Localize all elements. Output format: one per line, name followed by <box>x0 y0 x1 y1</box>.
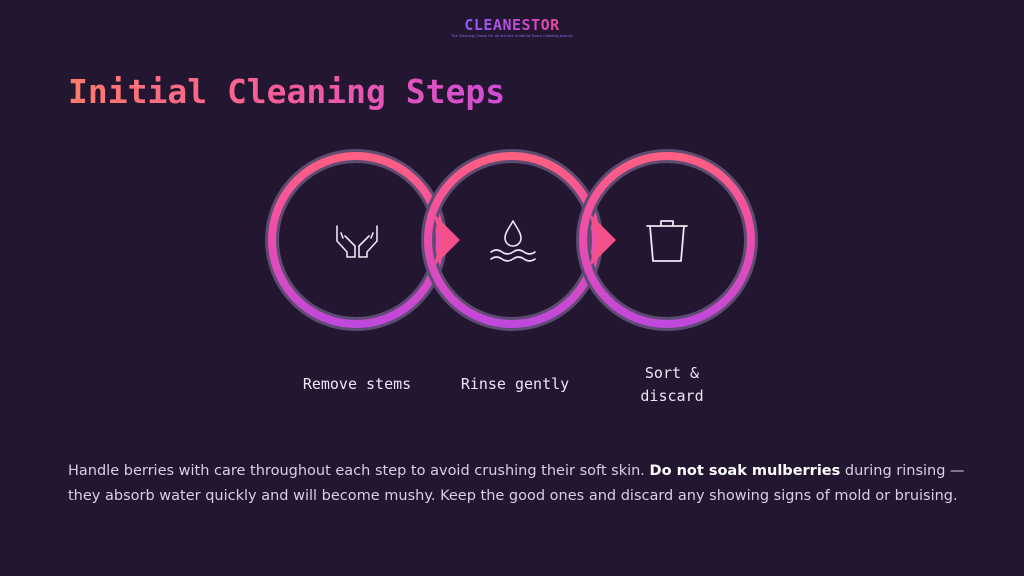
brand-name: CLEANESTOR <box>464 16 560 34</box>
paragraph-text-end: during rinsing — they absorb water quick… <box>68 463 965 504</box>
step-ring-2 <box>421 149 603 331</box>
arrow-icon <box>589 213 616 267</box>
step-ring-1 <box>265 149 447 331</box>
step-ring-3 <box>576 149 758 331</box>
step-label-rinse-gently: Rinse gently <box>460 375 570 393</box>
paragraph-warning: Do not soak mulberries <box>649 463 841 479</box>
brand-logo: CLEANESTOR The Cleaning Choice For All a… <box>0 15 1024 39</box>
step-label-sort-discard: Sort & discard <box>640 364 704 405</box>
hands-icon <box>336 225 378 258</box>
paragraph-text-start: Handle berries with care throughout each… <box>68 463 650 479</box>
basket-icon <box>646 220 688 262</box>
arrow-icon <box>433 213 460 267</box>
step-label-remove-stems: Remove stems <box>302 375 412 393</box>
instructions-paragraph: Handle berries with care throughout each… <box>68 459 968 509</box>
brand-tagline: The Cleaning Choice For All and the Guid… <box>451 34 573 38</box>
page-title: Initial Cleaning Steps <box>68 70 505 114</box>
water-drop-icon <box>490 220 536 262</box>
